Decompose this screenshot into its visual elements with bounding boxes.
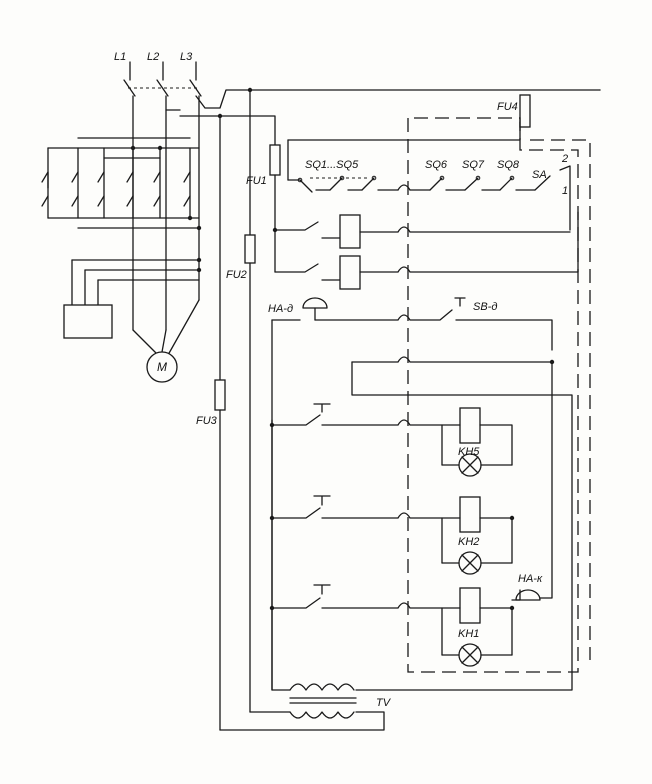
motor-label: M xyxy=(157,360,167,374)
label-l2: L2 xyxy=(147,51,159,63)
relay-kh5 xyxy=(459,407,481,444)
label-sa-pos2: 2 xyxy=(561,153,568,165)
contactor-coil-2 xyxy=(339,255,361,290)
transformer-feed xyxy=(179,87,385,731)
label-ha-k: HA-к xyxy=(518,573,543,585)
label-sq1-sq5: SQ1...SQ5 xyxy=(305,159,359,171)
label-ha-d: HA-д xyxy=(268,303,293,315)
indicator-rows xyxy=(269,361,553,667)
thermal-relay-block xyxy=(63,304,113,339)
motor-branch: M xyxy=(63,257,202,383)
label-kh1: KH1 xyxy=(458,628,479,640)
transformer-tv: TV xyxy=(271,361,573,719)
label-sa-pos1: 1 xyxy=(562,185,568,197)
relay-kh1 xyxy=(459,587,481,624)
motor-symbol xyxy=(146,351,178,383)
label-fu3: FU3 xyxy=(196,415,218,427)
label-sq7: SQ7 xyxy=(462,159,485,171)
control-circuit xyxy=(269,121,579,290)
label-fu1: FU1 xyxy=(246,175,267,187)
label-kh2: KH2 xyxy=(458,536,479,548)
tv-label: TV xyxy=(376,697,392,709)
alarm-row xyxy=(271,297,555,691)
label-sb-d: SB-д xyxy=(473,301,497,313)
labels: L1 L2 L3 FU1 FU2 FU3 FU4 SQ1...SQ5 SQ6 S… xyxy=(114,51,568,640)
contactor-coil-1 xyxy=(339,214,361,249)
power-contacts xyxy=(41,137,202,231)
label-l1: L1 xyxy=(114,51,126,63)
fuse-fu3 xyxy=(214,379,226,411)
supply-lines xyxy=(123,61,601,331)
label-fu2: FU2 xyxy=(226,269,247,281)
label-sq8: SQ8 xyxy=(497,159,520,171)
label-sq6: SQ6 xyxy=(425,159,448,171)
label-kh5: KH5 xyxy=(458,446,480,458)
fuse-fu1 xyxy=(269,144,281,176)
fuse-fu4 xyxy=(519,94,531,128)
fu4-enclosure xyxy=(407,89,601,673)
label-l3: L3 xyxy=(180,51,193,63)
label-fu4: FU4 xyxy=(497,101,518,113)
relay-kh2 xyxy=(459,496,481,533)
label-sa: SA xyxy=(532,169,547,181)
fuse-fu2 xyxy=(244,234,256,264)
